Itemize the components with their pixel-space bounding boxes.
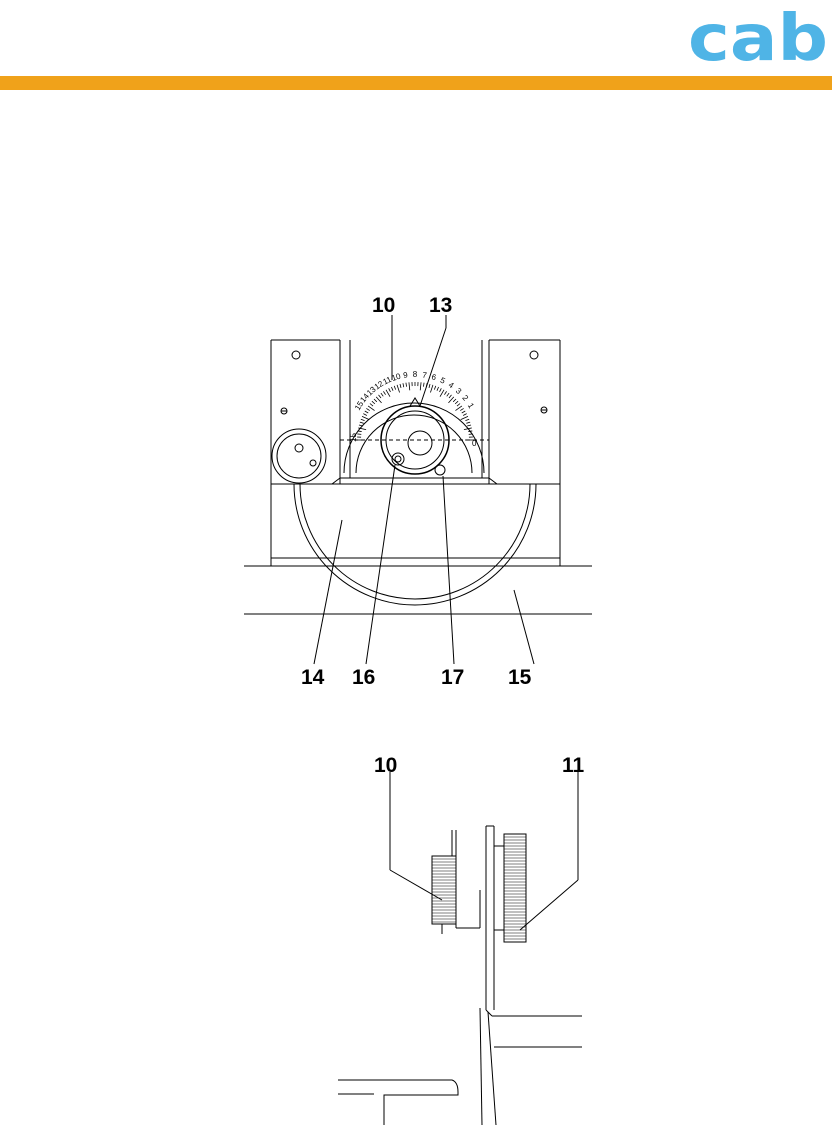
dial-tick bbox=[457, 403, 460, 406]
callout-15: 15 bbox=[508, 666, 532, 688]
dial-scale-label: 10 bbox=[391, 372, 403, 383]
dial-tick bbox=[378, 395, 381, 398]
cab-logo: cab bbox=[688, 4, 830, 68]
dial-scale-label: 7 bbox=[422, 370, 428, 380]
dial-scale-label: 1 bbox=[466, 402, 476, 411]
dial-tick bbox=[383, 391, 385, 394]
dial-tick bbox=[386, 390, 390, 397]
dial-tick bbox=[453, 399, 456, 402]
dial-tick bbox=[374, 399, 377, 402]
dial-tick bbox=[406, 383, 407, 387]
dial-tick bbox=[389, 388, 391, 392]
callout-14: 14 bbox=[301, 666, 325, 688]
dial-tick bbox=[400, 384, 401, 388]
scale-end-right: 0 bbox=[472, 439, 477, 448]
dial-tick bbox=[434, 386, 435, 390]
callout-11: 11 bbox=[562, 754, 585, 777]
dial-tick bbox=[358, 431, 362, 432]
scale-end-left: 15 bbox=[349, 433, 358, 442]
dial-tick bbox=[370, 403, 373, 406]
dial-scale-label: 2 bbox=[460, 393, 470, 403]
dial-tick bbox=[440, 388, 442, 392]
dial-tick bbox=[462, 411, 465, 413]
dial-scale-label: 3 bbox=[454, 386, 464, 396]
dial-tick bbox=[409, 382, 410, 390]
dial-tick bbox=[391, 387, 393, 391]
dial-tick bbox=[366, 408, 369, 410]
callout-10: 10 bbox=[374, 754, 397, 777]
dial-tick bbox=[361, 419, 365, 420]
dial-tick bbox=[466, 422, 470, 423]
dial-scale-label: 6 bbox=[430, 372, 437, 382]
dial-tick bbox=[468, 431, 472, 432]
dial-tick bbox=[372, 401, 375, 404]
dial-tick bbox=[463, 414, 467, 416]
dial-tick bbox=[460, 408, 463, 410]
dial-tick bbox=[440, 390, 444, 397]
callout-16: 16 bbox=[352, 666, 375, 688]
dial-tick bbox=[455, 401, 458, 404]
dial-tick bbox=[447, 393, 449, 396]
dial-tick bbox=[403, 383, 404, 387]
dial-tick bbox=[363, 414, 367, 416]
dial-tick bbox=[430, 385, 432, 393]
callout-10: 10 bbox=[372, 294, 395, 317]
dial-scale-label: 9 bbox=[403, 370, 409, 380]
dial-tick bbox=[449, 395, 452, 398]
dial-tick bbox=[360, 422, 364, 423]
dial-tick bbox=[465, 419, 469, 420]
callout-13: 13 bbox=[429, 294, 452, 317]
dial-scale-label: 5 bbox=[439, 376, 447, 386]
dial-tick bbox=[423, 383, 424, 387]
dial-tick bbox=[362, 416, 369, 419]
dial-tick bbox=[381, 393, 383, 396]
dial-tick bbox=[420, 382, 421, 390]
dial-tick bbox=[467, 425, 471, 426]
logo-text: cab bbox=[688, 4, 828, 68]
dial-tick bbox=[461, 416, 468, 419]
dial-tick bbox=[397, 385, 399, 393]
figure-side-view: 10 11 bbox=[334, 750, 596, 1125]
dial-tick bbox=[365, 411, 368, 413]
dial-scale-label: 8 bbox=[413, 370, 418, 379]
dial-tick bbox=[394, 386, 395, 390]
dial-tick bbox=[444, 391, 446, 394]
header-rule bbox=[0, 76, 832, 90]
dial-tick bbox=[429, 384, 430, 388]
dial-scale-label: 4 bbox=[447, 380, 456, 390]
callout-17: 17 bbox=[441, 666, 464, 688]
dial-tick bbox=[437, 387, 439, 391]
